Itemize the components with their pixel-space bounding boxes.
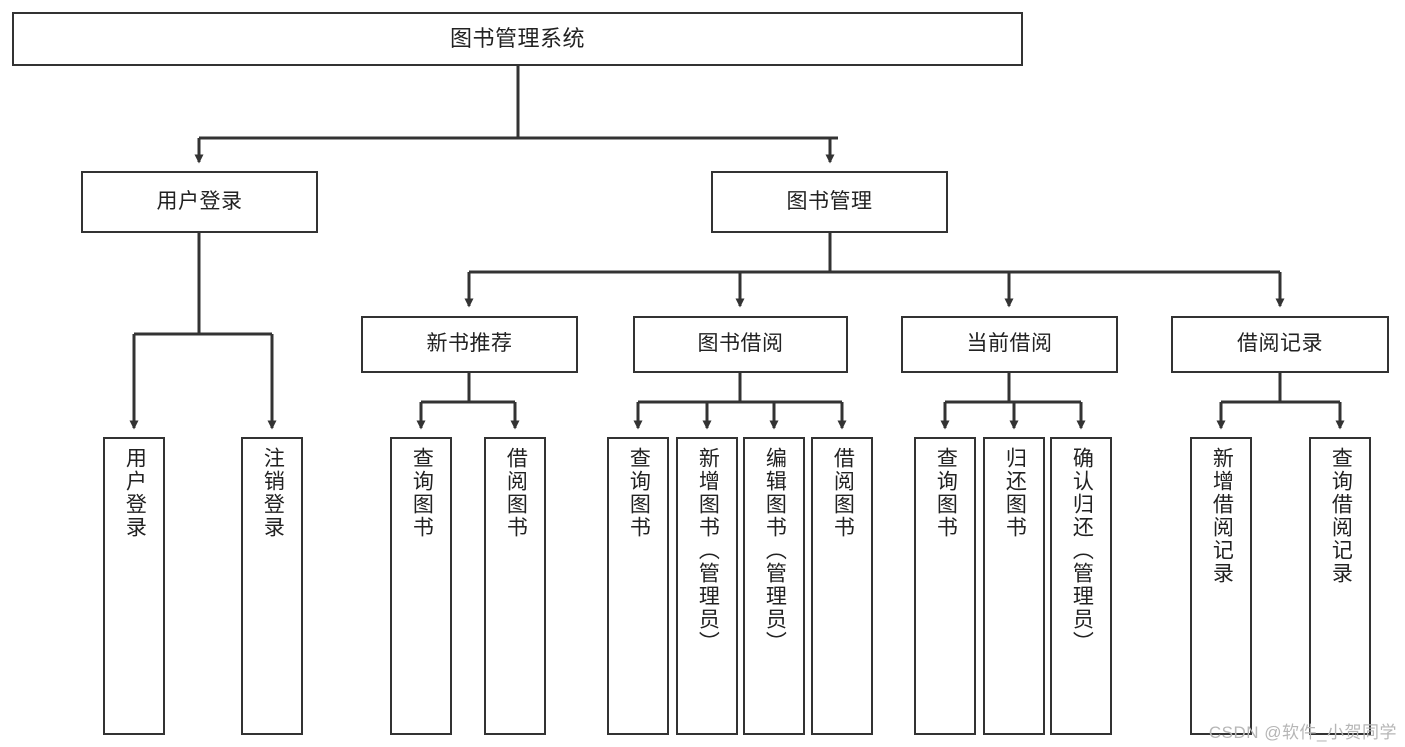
- node-leaf-borrow-query-book-label: 查询图书: [627, 447, 651, 539]
- node-leaf-new-book-borrow-label: 借阅图书: [504, 447, 528, 539]
- node-leaf-borrow-query-book[interactable]: 查询图书: [607, 437, 669, 735]
- node-leaf-new-book-borrow[interactable]: 借阅图书: [484, 437, 546, 735]
- node-leaf-current-confirm-return-label: 确认归还（管理员）: [1070, 447, 1094, 654]
- node-leaf-borrow-add-book[interactable]: 新增图书（管理员）: [676, 437, 738, 735]
- node-book-management-label: 图书管理: [786, 189, 873, 213]
- node-leaf-user-login-signin[interactable]: 用户登录: [103, 437, 165, 735]
- node-leaf-borrow-edit-book-label: 编辑图书（管理员）: [763, 447, 787, 654]
- node-leaf-user-login-signout-label: 注销登录: [261, 447, 285, 539]
- node-book-borrow-label: 图书借阅: [697, 332, 784, 356]
- node-leaf-current-return-book[interactable]: 归还图书: [983, 437, 1045, 735]
- node-leaf-current-query-book-label: 查询图书: [934, 447, 958, 539]
- node-book-borrow[interactable]: 图书借阅: [633, 316, 848, 373]
- node-leaf-record-query-label: 查询借阅记录: [1329, 447, 1353, 585]
- node-leaf-current-return-book-label: 归还图书: [1003, 447, 1027, 539]
- node-current-borrow-label: 当前借阅: [966, 332, 1053, 356]
- node-user-login[interactable]: 用户登录: [81, 171, 318, 233]
- node-leaf-borrow-add-book-label: 新增图书（管理员）: [696, 447, 720, 654]
- node-leaf-record-query[interactable]: 查询借阅记录: [1309, 437, 1371, 735]
- node-leaf-user-login-signout[interactable]: 注销登录: [241, 437, 303, 735]
- csdn-watermark: CSDN @软件_小贺同学: [1208, 723, 1397, 742]
- node-borrow-record-label: 借阅记录: [1237, 332, 1323, 356]
- node-leaf-borrow-edit-book[interactable]: 编辑图书（管理员）: [743, 437, 805, 735]
- node-borrow-record[interactable]: 借阅记录: [1171, 316, 1389, 373]
- node-leaf-new-book-query[interactable]: 查询图书: [390, 437, 452, 735]
- node-leaf-record-add-label: 新增借阅记录: [1210, 447, 1234, 585]
- node-new-book-recommend[interactable]: 新书推荐: [361, 316, 578, 373]
- node-root-system-label: 图书管理系统: [449, 26, 585, 52]
- node-leaf-record-add[interactable]: 新增借阅记录: [1190, 437, 1252, 735]
- node-root-system[interactable]: 图书管理系统: [12, 12, 1023, 66]
- node-leaf-current-confirm-return[interactable]: 确认归还（管理员）: [1050, 437, 1112, 735]
- node-leaf-new-book-query-label: 查询图书: [410, 447, 434, 539]
- node-book-management[interactable]: 图书管理: [711, 171, 948, 233]
- node-user-login-label: 用户登录: [156, 189, 243, 213]
- node-leaf-borrow-borrow-book[interactable]: 借阅图书: [811, 437, 873, 735]
- node-new-book-recommend-label: 新书推荐: [426, 332, 513, 356]
- node-leaf-user-login-signin-label: 用户登录: [123, 447, 147, 539]
- node-current-borrow[interactable]: 当前借阅: [901, 316, 1118, 373]
- node-leaf-borrow-borrow-book-label: 借阅图书: [831, 447, 855, 539]
- node-leaf-current-query-book[interactable]: 查询图书: [914, 437, 976, 735]
